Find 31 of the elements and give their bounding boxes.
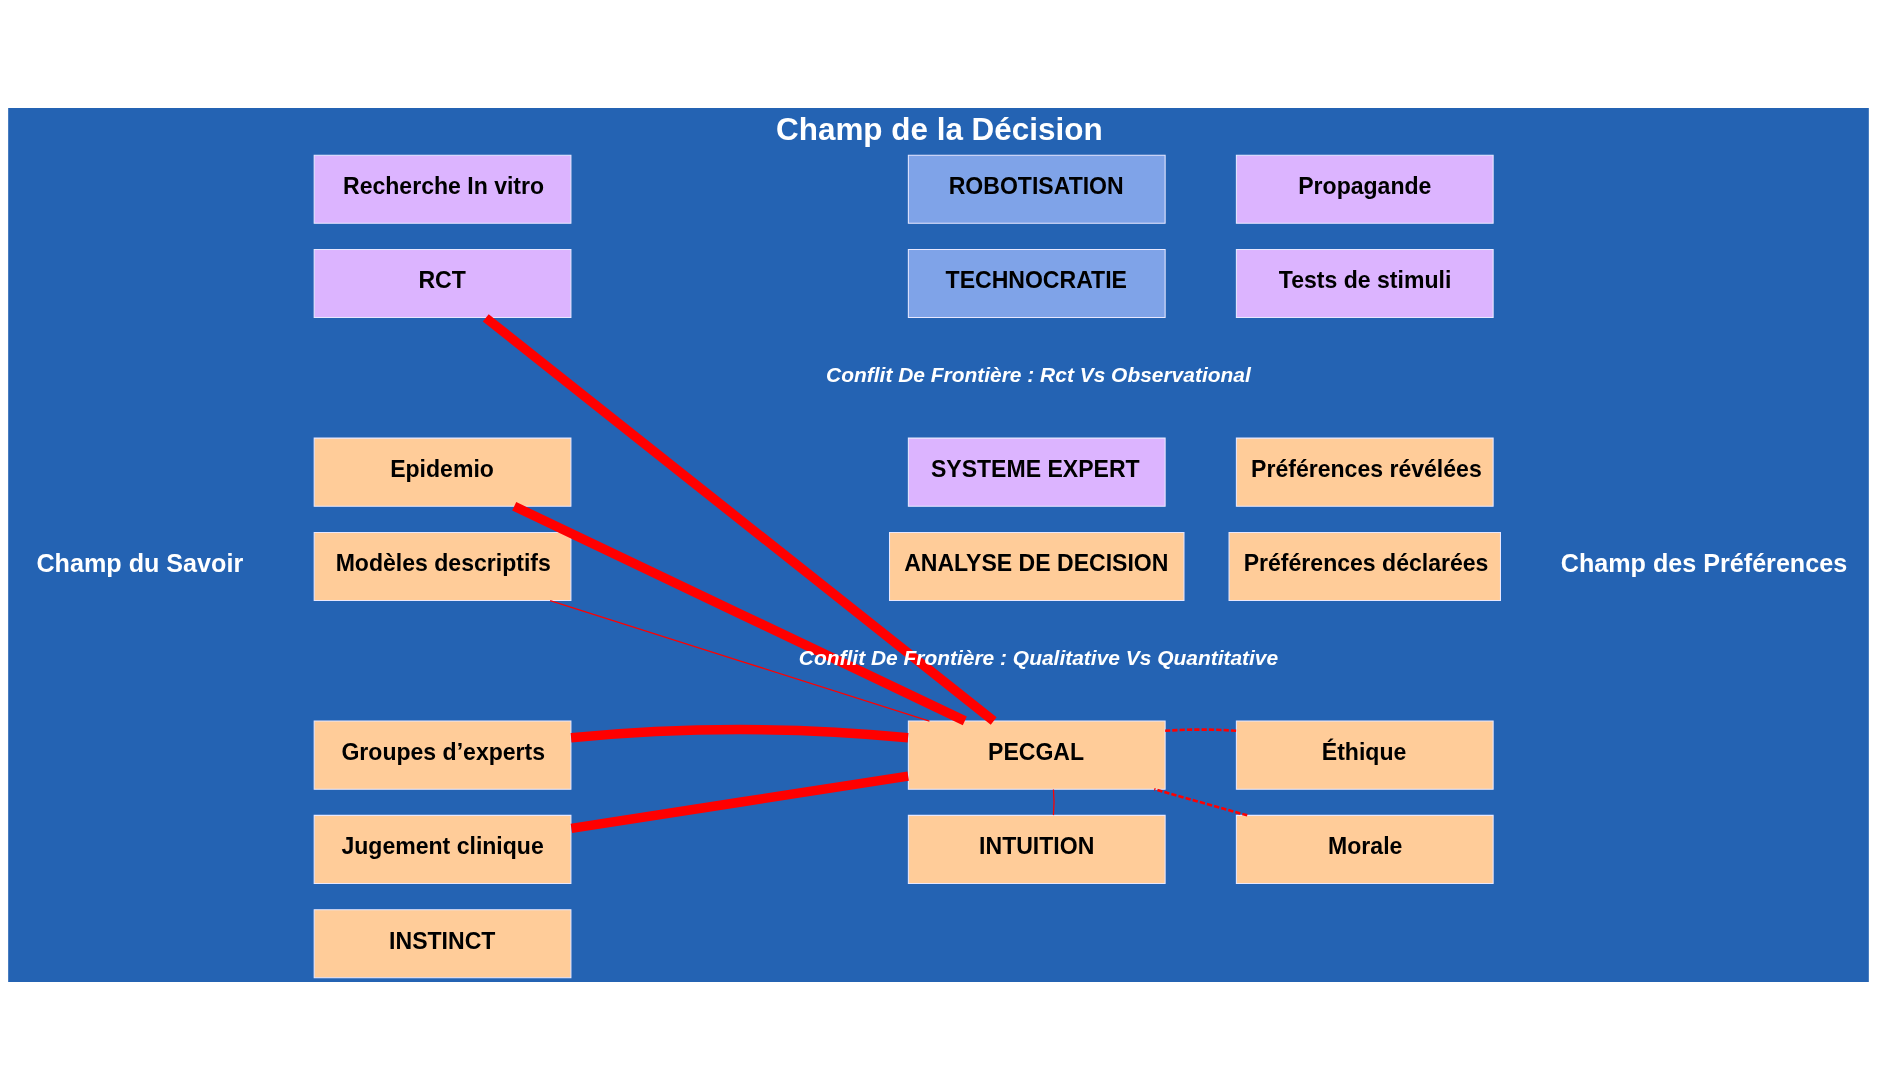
label: Conflit De Frontière : Rct Vs Observational <box>826 363 1251 387</box>
connector <box>1153 787 1248 817</box>
node-box: Morale <box>1235 814 1494 884</box>
connector <box>1165 728 1237 733</box>
connector <box>570 724 909 743</box>
node-box: TECHNOCRATIE <box>907 248 1166 319</box>
label: Champ des Préférences <box>1560 548 1848 577</box>
diagram-title: Champ de la Décision <box>776 112 1103 148</box>
connector <box>512 502 967 726</box>
connector <box>549 600 931 722</box>
node-box: PECGAL <box>907 720 1166 790</box>
connector <box>1052 788 1055 816</box>
node-box: Jugement clinique <box>313 814 572 884</box>
node-box: Préférences déclarées <box>1228 531 1501 602</box>
node-box: ROBOTISATION <box>907 154 1166 224</box>
connector <box>570 771 909 834</box>
label: Champ du Savoir <box>36 548 244 577</box>
node-box: Epidemio <box>313 437 572 507</box>
node-box: INSTINCT <box>313 909 572 979</box>
node-box: Modèles descriptifs <box>313 531 572 602</box>
node-box: Propagande <box>1235 154 1494 224</box>
node-box: Recherche In vitro <box>313 154 572 224</box>
node-box: INTUITION <box>907 814 1166 884</box>
node-box: Préférences révélées <box>1235 437 1494 507</box>
node-box: Tests de stimuli <box>1235 248 1494 319</box>
node-box: Éthique <box>1235 720 1494 790</box>
node-box: SYSTEME EXPERT <box>907 437 1166 507</box>
node-box: Groupes d’experts <box>313 720 572 790</box>
node-box: ANALYSE DE DECISION <box>889 531 1185 602</box>
node-box: RCT <box>313 248 572 319</box>
connector <box>482 314 997 725</box>
